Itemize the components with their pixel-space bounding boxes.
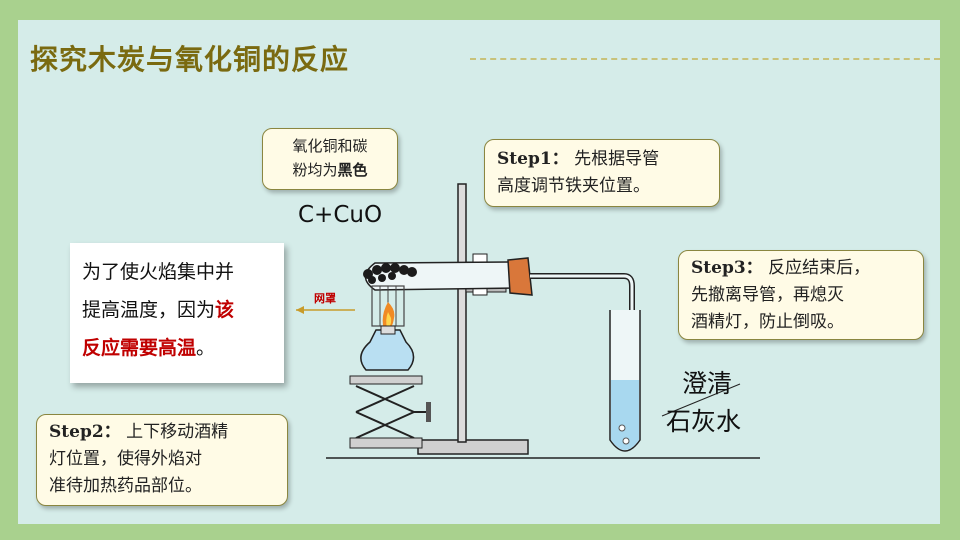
lab-jack-top	[349, 375, 423, 385]
reason-text2: 提高温度，因为	[82, 299, 216, 321]
callout-black-emphasis: 黑色	[337, 161, 368, 179]
callout-black-line1: 氧化铜和碳	[292, 137, 368, 155]
rubber-stopper	[507, 257, 533, 296]
step1-tag: Step1	[497, 149, 552, 169]
limewater-label-line2: 石灰水	[666, 407, 742, 436]
step1-sep: ：	[551, 149, 569, 169]
step2-line2: 灯位置，使得外焰对	[49, 449, 202, 469]
lab-jack-base	[349, 437, 423, 449]
alcohol-lamp	[360, 329, 415, 371]
callout-step1: Step1： 先根据导管 高度调节铁夹位置。	[484, 139, 720, 207]
step3-line2: 先撤离导管，再熄灭	[691, 285, 844, 305]
page-title: 探究木炭与氧化铜的反应	[30, 43, 350, 76]
formula-label: C+CuO	[298, 202, 383, 228]
callout-black-text: 粉均为	[292, 161, 338, 179]
stand-base	[417, 439, 529, 455]
limewater-label-line1: 澄清	[682, 369, 733, 398]
step1-line2: 高度调节铁夹位置。	[497, 176, 650, 196]
step3-text1: 反应结束后，	[768, 258, 871, 278]
step3-sep: ：	[745, 258, 763, 278]
reason-line2: 提高温度，因为该	[82, 291, 274, 329]
step2-line3: 准待加热药品部位。	[49, 476, 202, 496]
step2-tag: Step2	[49, 422, 104, 442]
step2-line1: Step2： 上下移动酒精	[49, 419, 287, 446]
step2-sep: ：	[103, 422, 121, 442]
black-powder	[363, 263, 417, 284]
reason-emphasis-b: 反应需要高温	[82, 337, 197, 359]
reason-box: 为了使火焰集中并 提高温度，因为该 反应需要高温。	[70, 243, 284, 383]
net-label: 网罩	[314, 292, 336, 305]
step3-tag: Step3	[691, 258, 746, 278]
step1-text1: 先根据导管	[574, 149, 660, 169]
delivery-tube-outer	[530, 273, 635, 300]
callout-black-powder: 氧化铜和碳 粉均为黑色	[262, 128, 398, 190]
limewater-liquid	[611, 380, 639, 450]
callout-step3: Step3： 反应结束后， 先撤离导管，再熄灭 酒精灯，防止倒吸。	[678, 250, 924, 340]
step3-line3: 酒精灯，防止倒吸。	[691, 312, 844, 332]
reason-line1: 为了使火焰集中并	[82, 261, 235, 283]
step2-text1: 上下移动酒精	[126, 422, 229, 442]
callout-step2: Step2： 上下移动酒精 灯位置，使得外焰对 准待加热药品部位。	[36, 414, 288, 506]
reason-emphasis-a: 该	[215, 299, 235, 321]
reason-line3: 反应需要高温。	[82, 329, 274, 367]
lab-jack-scissor	[355, 385, 415, 439]
stand-rod	[457, 183, 467, 443]
step3-line1: Step3： 反应结束后，	[691, 255, 923, 282]
reason-period: 。	[196, 337, 216, 359]
title-divider	[470, 58, 940, 60]
callout-black-line2: 粉均为黑色	[263, 158, 397, 182]
step1-line1: Step1： 先根据导管	[497, 146, 719, 173]
